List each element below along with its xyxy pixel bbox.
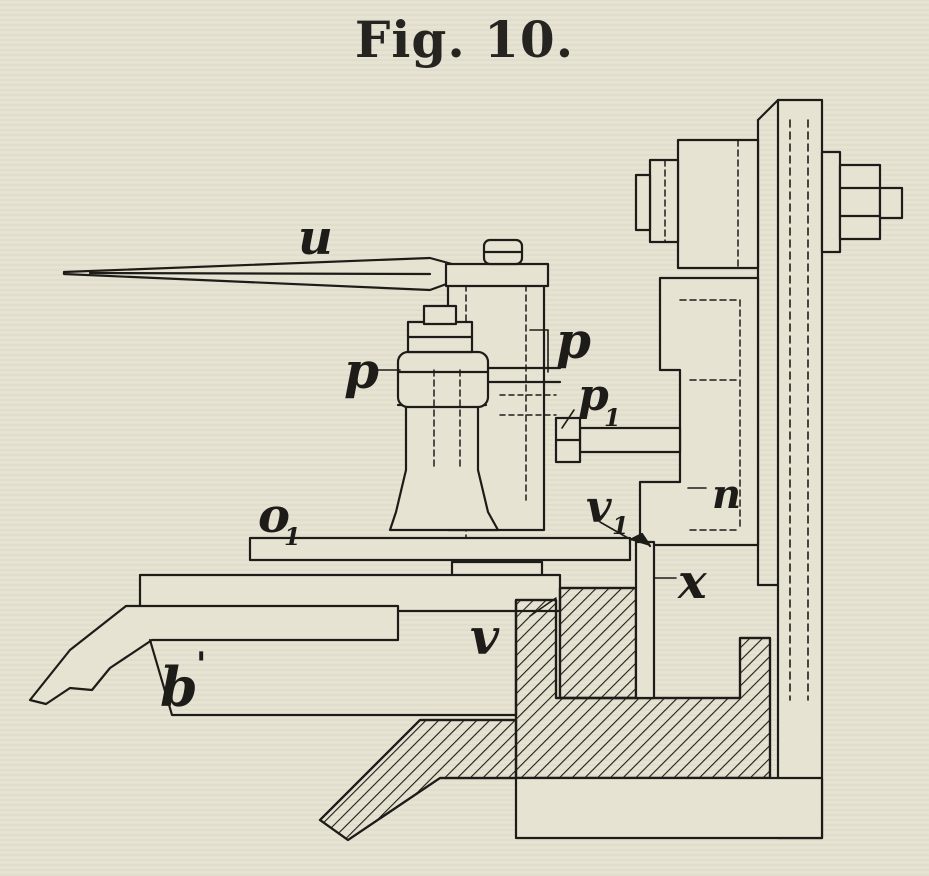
side-bolt <box>554 416 682 464</box>
lever-arm-b <box>28 598 518 717</box>
label-p1: p <box>578 370 609 421</box>
hatched-base <box>318 586 824 842</box>
label-p: p <box>344 341 379 400</box>
label-n: n <box>712 471 741 518</box>
label-u: u <box>298 210 333 266</box>
label-p1-subscript: 1 <box>604 403 621 432</box>
label-b-prime: ' <box>196 645 206 685</box>
leader-lines <box>375 329 707 617</box>
label-o1-subscript: 1 <box>284 522 301 551</box>
disc-o1 <box>248 536 632 578</box>
label-x: x <box>677 554 708 610</box>
label-v: v <box>470 607 500 666</box>
bracket-n <box>638 276 760 547</box>
label-o1: o <box>258 488 290 544</box>
label-p-right: p <box>556 311 591 370</box>
label-v1-subscript: 1 <box>612 511 629 540</box>
plate-hub-bolt <box>634 138 904 270</box>
label-v1: v <box>586 482 612 533</box>
figure-title: Fig. 10. <box>354 10 575 69</box>
stop-pin-x <box>628 532 656 700</box>
vertical-side-plate <box>756 98 824 840</box>
needle-pointer <box>62 238 550 292</box>
conical-pillar <box>388 304 500 532</box>
label-b: b <box>160 655 198 719</box>
